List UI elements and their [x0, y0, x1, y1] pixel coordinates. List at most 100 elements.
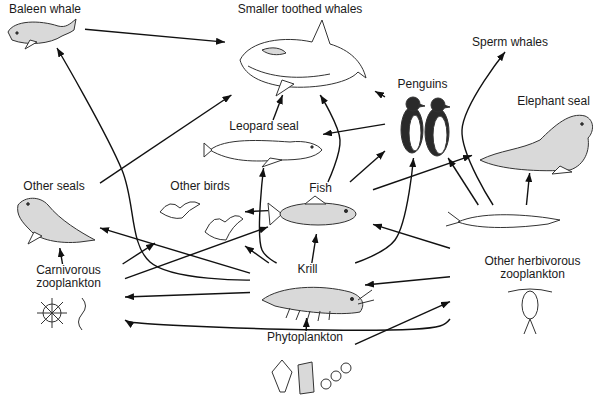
penguin-head	[406, 97, 420, 111]
seal-body	[480, 115, 593, 170]
feeding-arrow	[375, 91, 385, 97]
carnivorous-zooplankton-drawing	[37, 298, 86, 330]
feeding-arrow	[60, 248, 63, 264]
whale-belly	[248, 66, 330, 77]
fish-body	[280, 203, 356, 225]
diatom	[298, 362, 314, 394]
seal-body	[210, 140, 322, 161]
krill-legs	[286, 308, 330, 321]
penguin-beak	[444, 105, 450, 108]
feeding-arrow	[100, 228, 250, 273]
feeding-arrow	[85, 29, 225, 42]
bird	[160, 202, 200, 219]
feeding-arrow	[125, 227, 268, 279]
feeding-arrow	[323, 124, 385, 134]
organism-node: Leopard seal	[205, 120, 323, 168]
fish-eye	[344, 209, 347, 212]
organism-node: Other seals	[8, 180, 100, 248]
other-seal-drawing	[18, 198, 95, 244]
radiolarian-spines	[37, 298, 67, 328]
whale-flipper	[276, 80, 294, 96]
feeding-arrow	[100, 95, 231, 183]
organism-node: Baleen whale	[5, 3, 85, 48]
diatom-cell	[331, 371, 341, 381]
feeding-arrow	[312, 234, 317, 263]
baleen-whale-drawing	[8, 19, 76, 49]
penguin-belly	[433, 116, 447, 154]
seal-body	[18, 198, 95, 242]
organism-label: Sperm whales	[470, 36, 550, 49]
feeding-arrow	[350, 151, 385, 182]
feeding-arrow	[320, 95, 340, 182]
seal-flipper	[552, 166, 572, 174]
organism-label: Smaller toothed whales	[225, 3, 375, 16]
organism-label: Other seals	[8, 180, 100, 193]
organism-label: Other birds	[155, 180, 245, 193]
penguins-drawing	[401, 97, 450, 156]
feeding-arrow	[526, 173, 529, 205]
penguin-belly	[409, 115, 421, 151]
organism-label: Elephant seal	[512, 95, 595, 108]
organism-node: Fish	[268, 182, 373, 234]
feeding-arrow	[365, 277, 450, 285]
feeding-arrow	[125, 319, 450, 330]
seal-eye	[311, 146, 313, 148]
shrimp-drawing	[446, 212, 560, 228]
leopard-seal-drawing	[204, 140, 322, 167]
feeding-arrow	[355, 302, 450, 345]
penguin-beak	[419, 104, 425, 107]
whale-patch	[262, 48, 286, 55]
fish-drawing	[268, 196, 356, 225]
krill-body	[262, 287, 363, 313]
organism-label: Other herbivorous zooplankton	[475, 255, 590, 281]
feeding-arrow	[373, 155, 472, 189]
organism-label: Baleen whale	[5, 3, 85, 16]
penguin-head	[431, 98, 445, 112]
organism-node: Smaller toothed whales	[225, 3, 375, 95]
organism-label: Leopard seal	[205, 120, 323, 133]
penguin-body	[401, 107, 423, 153]
diatom-cell	[321, 379, 331, 389]
organism-label: Phytoplankton	[255, 331, 355, 344]
organism-node: Other herbivorous zooplankton	[450, 205, 590, 335]
feeding-arrow	[57, 48, 250, 280]
penguin-body	[425, 108, 449, 156]
shrimp-antenna	[446, 212, 460, 226]
seal-flipper	[262, 158, 282, 167]
organism-label: Krill	[250, 263, 365, 276]
copepod-tail	[524, 319, 536, 334]
feeding-arrow	[355, 158, 413, 263]
seal-flipper	[28, 232, 42, 244]
copepod-body	[522, 291, 538, 319]
organism-node: Penguins	[385, 78, 460, 158]
seal-eye	[27, 203, 30, 206]
feeding-arrow	[305, 318, 307, 331]
organism-node: Krill	[250, 263, 365, 318]
whale-flipper	[25, 40, 37, 49]
organism-node: Elephant seal	[472, 95, 595, 173]
birds-drawing	[160, 202, 243, 240]
organism-label: Fish	[268, 182, 373, 195]
krill-antenna	[358, 290, 374, 304]
krill-drawing	[262, 287, 374, 321]
seal-eye	[581, 123, 584, 126]
krill-eye	[350, 297, 353, 300]
shrimp-body	[458, 215, 560, 228]
organism-node: Carnivorous zooplankton	[12, 264, 125, 334]
copepod-drawing	[508, 289, 552, 334]
feeding-arrow	[462, 52, 505, 205]
feeding-arrow	[123, 243, 155, 264]
diatom-cell	[341, 363, 351, 373]
feeding-arrow	[245, 246, 269, 263]
organism-node: Sperm whales	[470, 34, 550, 52]
organism-label: Penguins	[385, 78, 460, 91]
organism-node: Other birds	[155, 180, 245, 248]
worm	[79, 298, 86, 330]
feeding-arrow	[259, 168, 276, 263]
organism-label: Carnivorous zooplankton	[12, 264, 125, 290]
feeding-arrow	[273, 95, 282, 120]
elephant-seal-drawing	[480, 115, 593, 174]
